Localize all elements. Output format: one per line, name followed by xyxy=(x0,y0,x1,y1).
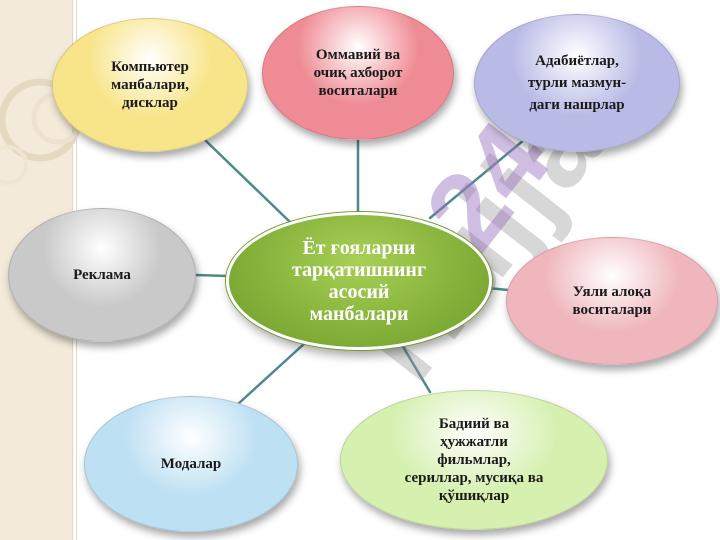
connector-fashion xyxy=(236,341,307,406)
node-literature: Адабиётлар, турли мазмун- даги нашрлар xyxy=(474,14,680,152)
connector-mobile xyxy=(486,286,510,292)
node-computer-sources: Компьютер манбалари, дисклар xyxy=(52,18,248,152)
node-mass-media: Оммавий ва очиқ ахборот воситалари xyxy=(262,6,454,140)
connector-advertising xyxy=(194,273,230,278)
node-mass-media-label: Оммавий ва очиқ ахборот воситалари xyxy=(313,47,403,99)
connector-literature xyxy=(428,133,532,220)
node-advertising-label: Реклама xyxy=(73,267,131,283)
node-fashion: Модалар xyxy=(84,396,298,532)
node-films-label: Бадиий ва ҳужжатли фильмлар, сериллар, м… xyxy=(404,416,544,504)
node-literature-label: Адабиётлар, турли мазмун- даги нашрлар xyxy=(527,53,627,113)
node-mobile-label: Уяли алоқа воситалари xyxy=(572,284,652,318)
node-films-music: Бадиий ва ҳужжатли фильмлар, сериллар, м… xyxy=(340,390,608,530)
node-advertising: Реклама xyxy=(8,208,196,342)
connector-computer xyxy=(203,138,292,224)
node-mobile-communication: Уяли алоқа воситалари xyxy=(506,237,718,365)
center-node-label: Ёт ғояларни тарқатишнинг асосий манбалар… xyxy=(291,237,427,325)
connector-films xyxy=(400,343,432,394)
node-computer-label: Компьютер манбалари, дисклар xyxy=(110,59,190,111)
center-node: Ёт ғояларни тарқатишнинг асосий манбалар… xyxy=(226,212,492,350)
node-fashion-label: Модалар xyxy=(160,456,222,472)
